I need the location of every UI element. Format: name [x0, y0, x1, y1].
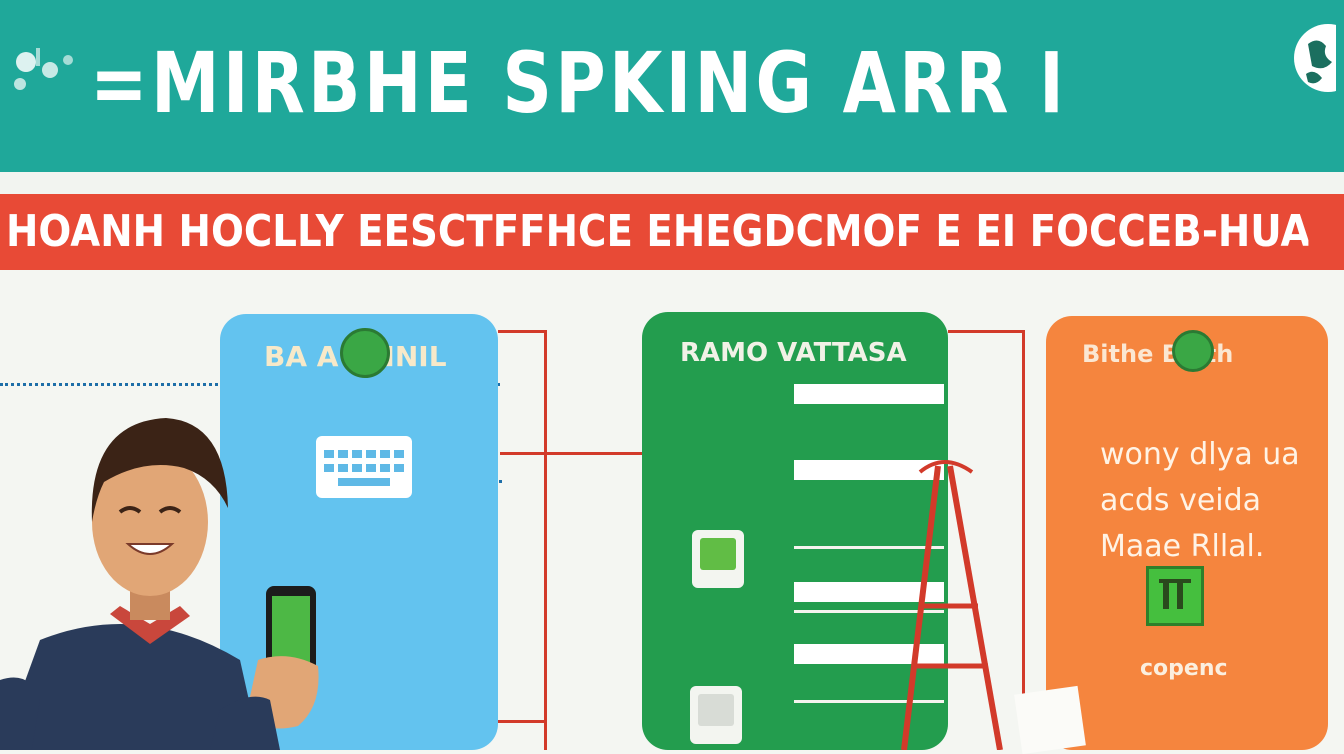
red-connector-line: [1022, 330, 1025, 720]
orange-card-body: wony dlya ua acds veida Maae Rllal.: [1100, 432, 1320, 570]
keyboard-icon: [316, 436, 412, 498]
form-field-line: [794, 582, 944, 602]
building-icon: [1146, 566, 1204, 626]
orange-card: [1046, 316, 1328, 750]
red-connector-line: [544, 330, 547, 750]
divider-line: [794, 610, 944, 613]
monitor-icon: [692, 530, 744, 588]
red-connector-line: [500, 452, 648, 455]
page-title: =MIRBHE SPKING ARR PLHAN: [90, 34, 1058, 132]
location-pin-icon: [1172, 330, 1214, 372]
badge-label: copenc: [1140, 656, 1228, 681]
body-line: acds veida: [1100, 483, 1262, 518]
green-card-title: RAMO VATTASA: [680, 338, 907, 368]
globe-icon: [1294, 24, 1336, 92]
subtitle-bar: HOANH HOCLLY EESCTFFHCE EHEGDCMOF E EI F…: [0, 194, 1344, 270]
ladder-icon: [901, 460, 1003, 750]
divider-line: [794, 546, 944, 549]
form-field-line: [794, 460, 944, 480]
divider-strip: [0, 172, 1344, 194]
body-line: Maae Rllal.: [1100, 529, 1265, 564]
form-field-line: [794, 644, 944, 664]
red-connector-line: [498, 330, 546, 333]
title-banner: =MIRBHE SPKING ARR PLHAN: [0, 0, 1344, 172]
paper-note-icon: [1014, 685, 1086, 754]
person-holding-phone-illustration: [0, 418, 319, 750]
red-connector-line: [498, 720, 546, 723]
paint-splatter-icon: [14, 48, 73, 90]
divider-line: [794, 700, 944, 703]
form-field-line: [794, 384, 944, 404]
monitor-icon: [690, 686, 742, 744]
body-line: wony dlya ua: [1100, 437, 1300, 472]
subtitle-text: HOANH HOCLLY EESCTFFHCE EHEGDCMOF E EI F…: [6, 206, 1309, 257]
red-connector-line: [948, 330, 1024, 333]
location-pin-icon: [340, 328, 390, 378]
